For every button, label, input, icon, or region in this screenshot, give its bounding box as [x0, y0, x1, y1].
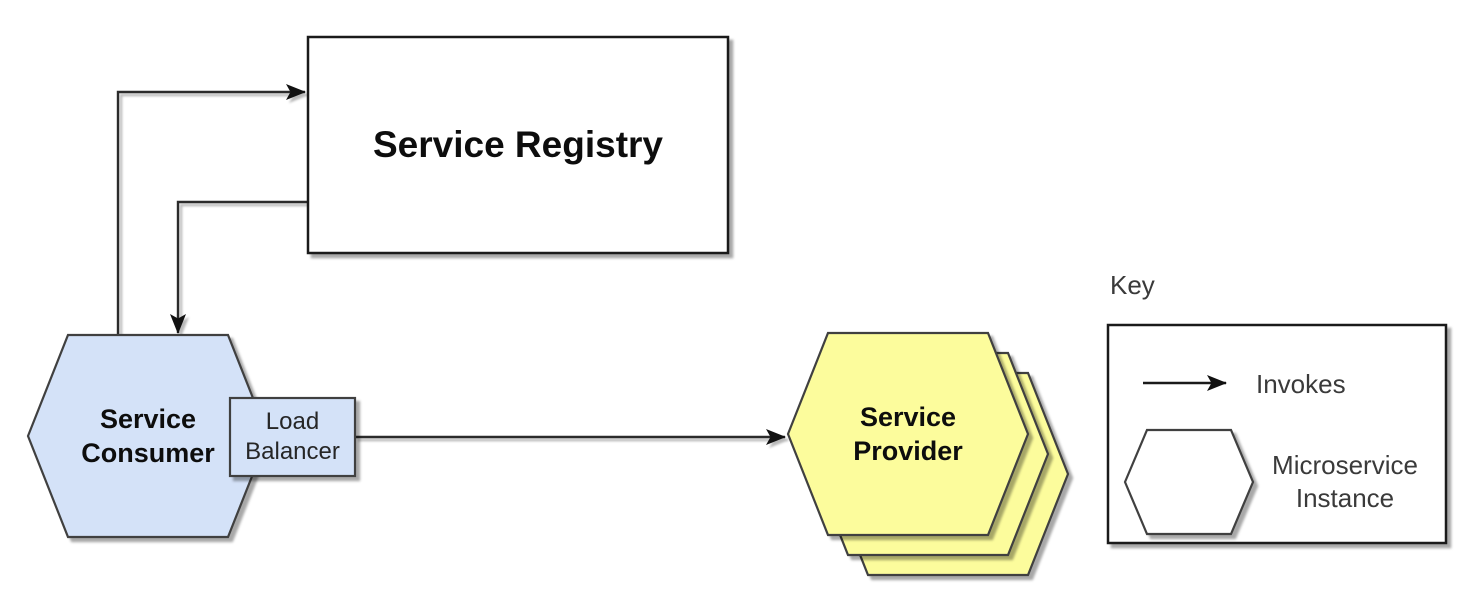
legend-hexagon-icon	[1123, 428, 1255, 536]
load-balancer-box	[228, 396, 357, 478]
connector-consumer-to-registry	[116, 84, 306, 335]
provider-hexagon-instance-1	[786, 331, 1030, 537]
service-registry-box	[306, 35, 730, 255]
connector-registry-to-consumer	[170, 200, 308, 334]
service-provider-hexagon-stack	[786, 331, 1070, 577]
